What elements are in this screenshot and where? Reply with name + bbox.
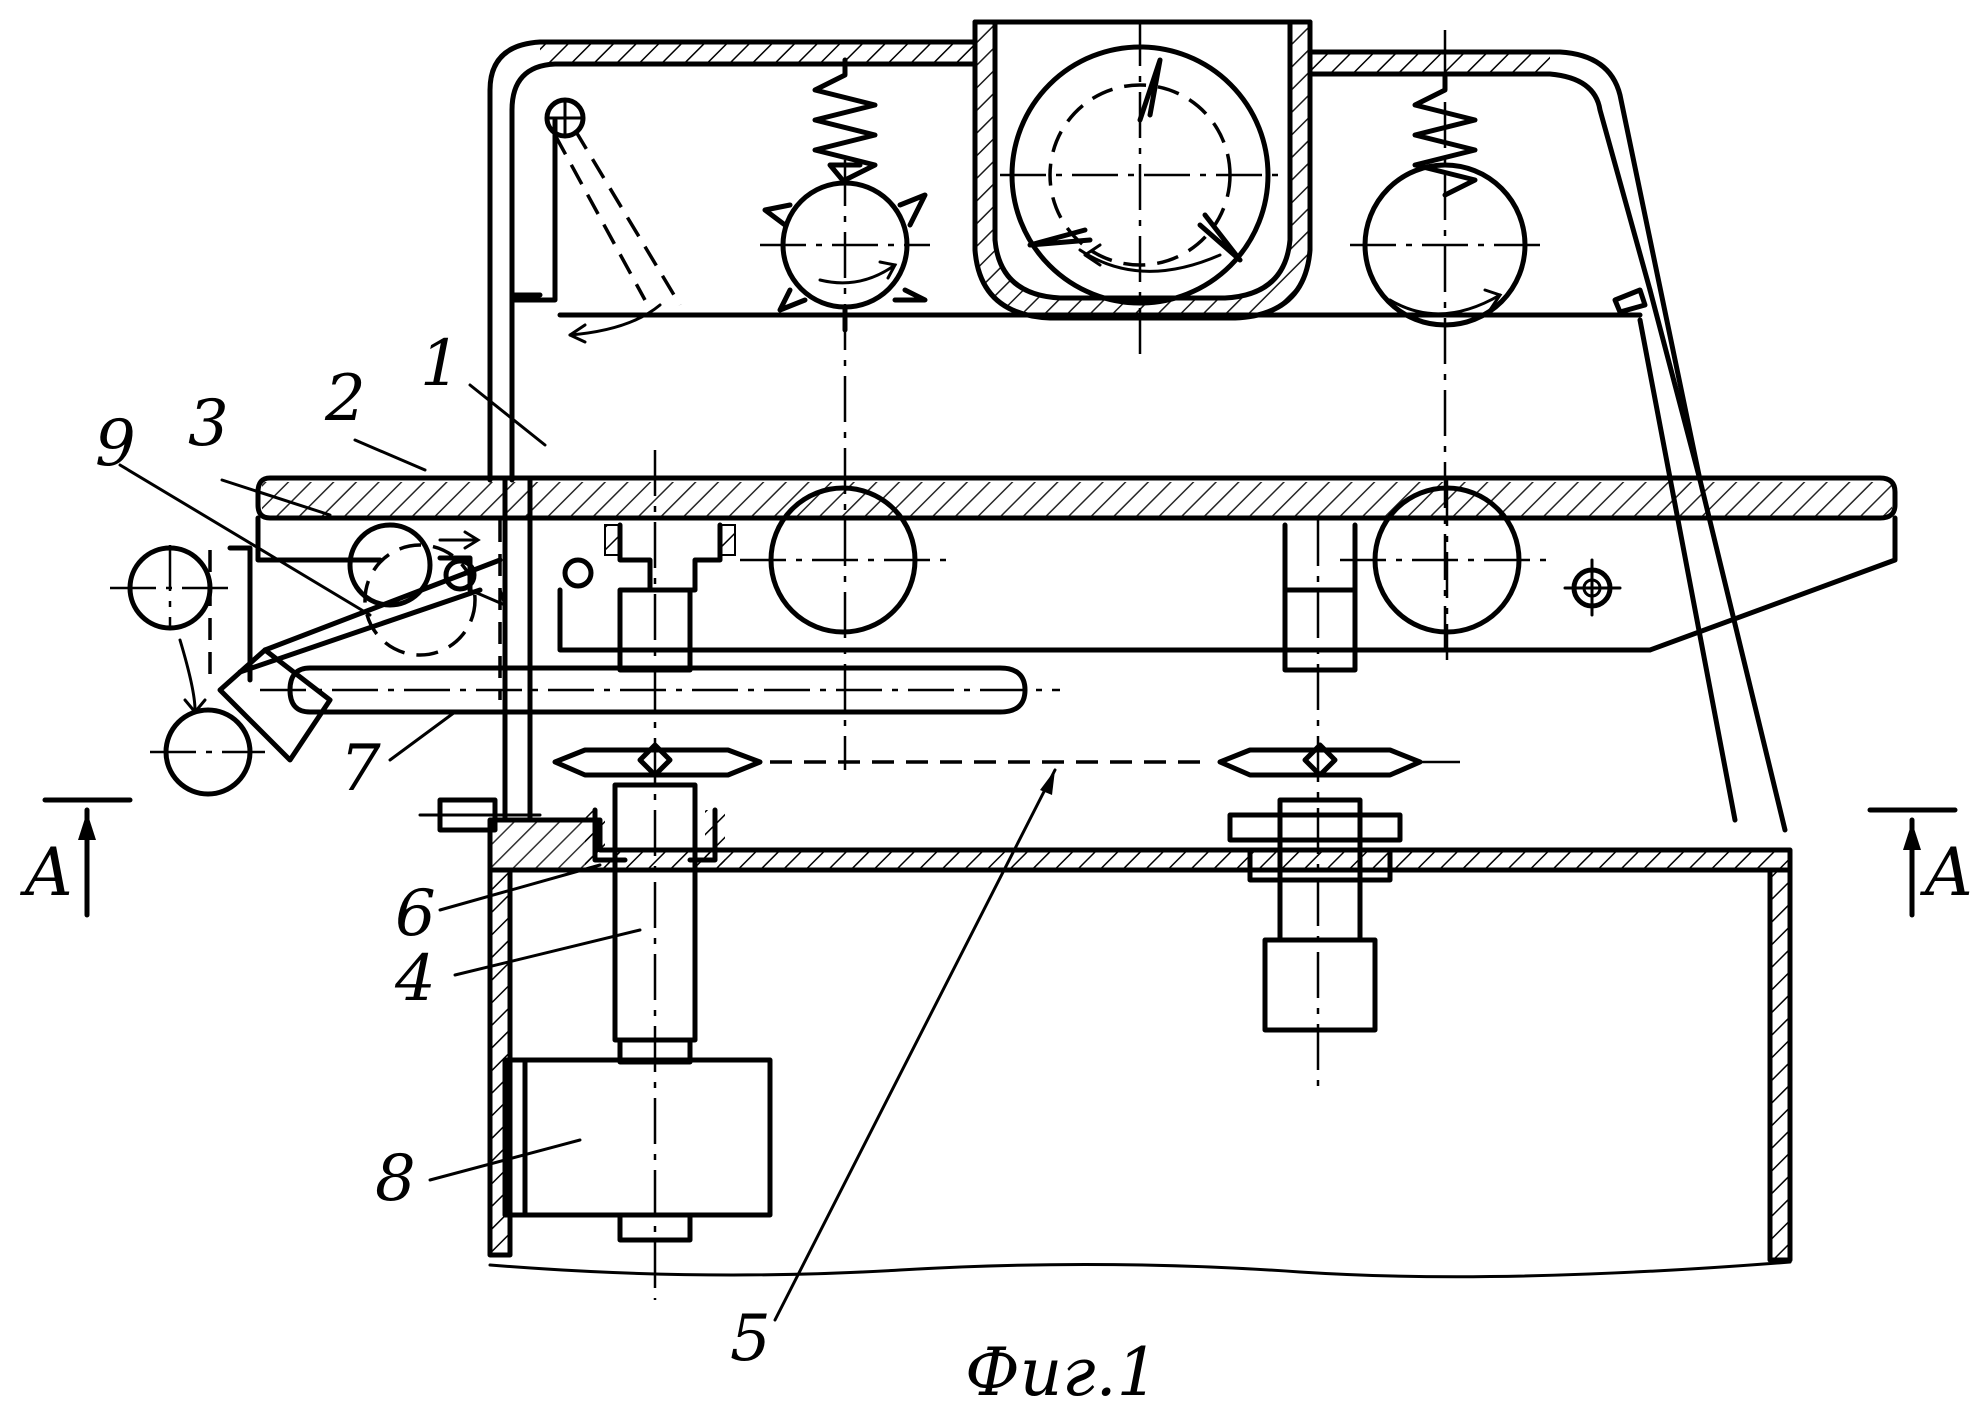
drive-shafts [555, 450, 1460, 1300]
upper-housing [490, 20, 1785, 830]
label-3: 3 [188, 387, 229, 461]
section-mark-right: A [1919, 834, 1973, 911]
guide-bar [260, 668, 1060, 712]
section-mark-left: A [19, 834, 73, 911]
label-4: 4 [394, 942, 436, 1016]
label-9: 9 [95, 407, 136, 481]
label-2: 2 [324, 362, 366, 436]
label-8: 8 [375, 1142, 416, 1216]
motor [505, 1040, 770, 1240]
figure-caption: Фиг.1 [965, 1334, 1159, 1406]
label-7: 7 [340, 732, 381, 806]
label-6: 6 [395, 877, 436, 951]
feed-mechanism [110, 480, 530, 820]
label-1: 1 [420, 327, 461, 401]
label-5: 5 [730, 1302, 771, 1376]
